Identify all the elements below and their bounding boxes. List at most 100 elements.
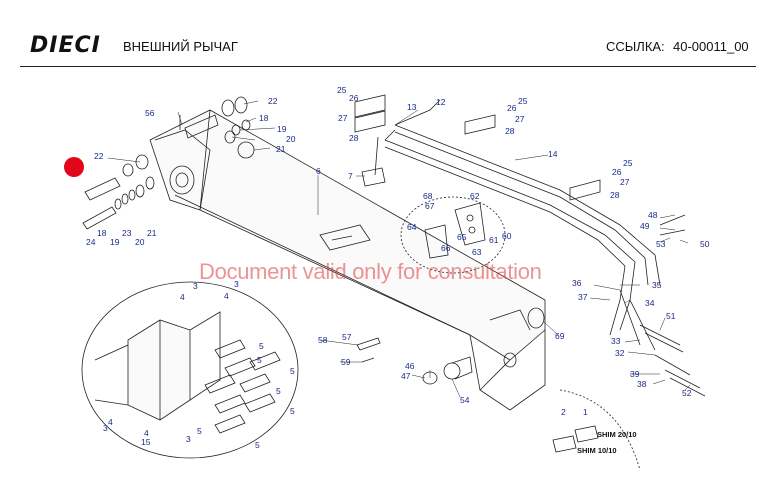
callout-63: 63 xyxy=(472,247,482,257)
pin-46-47-54 xyxy=(422,356,473,385)
callout-59: 59 xyxy=(341,357,351,367)
boom-arm xyxy=(149,109,546,411)
dieci-logo: DIECI xyxy=(30,33,101,58)
callout-5-a: 5 xyxy=(259,341,264,351)
callout-18: 18 xyxy=(259,113,269,123)
callout-61: 61 xyxy=(489,235,499,245)
callout-28-mid: 28 xyxy=(505,126,515,136)
callout-69: 69 xyxy=(555,331,565,341)
callout-54: 54 xyxy=(460,395,470,405)
callout-62: 62 xyxy=(470,191,480,201)
callout-5-f: 5 xyxy=(197,426,202,436)
callout-5-d: 5 xyxy=(276,386,281,396)
callout-28: 28 xyxy=(349,133,359,143)
callout-5-c: 5 xyxy=(290,366,295,376)
callout-3-b: 3 xyxy=(234,279,239,289)
callout-27: 27 xyxy=(338,113,348,123)
left-pins xyxy=(82,154,155,230)
callout-26-right: 26 xyxy=(612,167,622,177)
page-title: ВНЕШНИЙ РЫЧАГ xyxy=(123,39,238,54)
callout-49: 49 xyxy=(640,221,650,231)
shim-20-label: SHIM 20/10 xyxy=(597,430,637,439)
callout-27-right: 27 xyxy=(620,177,630,187)
callout-19-left: 19 xyxy=(110,237,120,247)
leader-lines xyxy=(107,100,691,398)
callout-60: 60 xyxy=(502,231,512,241)
callout-15: 15 xyxy=(141,437,151,447)
callout-14: 14 xyxy=(548,149,558,159)
callout-65: 65 xyxy=(457,232,467,242)
callout-58: 58 xyxy=(318,335,328,345)
callout-19: 19 xyxy=(277,124,287,134)
bushing-69 xyxy=(527,307,545,329)
header: DIECI ВНЕШНИЙ РЫЧАГ ССЫЛКА: 40-00011_00 xyxy=(0,0,768,70)
callout-25-mid: 25 xyxy=(518,96,528,106)
callout-21-left: 21 xyxy=(147,228,157,238)
callout-5-e: 5 xyxy=(290,406,295,416)
callout-66: 66 xyxy=(441,243,451,253)
callout-34: 34 xyxy=(645,298,655,308)
callout-50: 50 xyxy=(700,239,710,249)
callout-1: 1 xyxy=(583,407,588,417)
callout-51: 51 xyxy=(666,311,676,321)
callout-27-mid: 27 xyxy=(515,114,525,124)
callout-25-right: 25 xyxy=(623,158,633,168)
tube-brackets xyxy=(354,94,601,201)
callout-32: 32 xyxy=(615,348,625,358)
sensor-bracket-detail xyxy=(400,196,506,274)
callout-20: 20 xyxy=(286,134,296,144)
callout-3-c: 3 xyxy=(103,423,108,433)
right-hoses xyxy=(639,214,706,397)
shim-detail xyxy=(552,389,641,471)
header-divider xyxy=(20,66,756,67)
callout-25: 25 xyxy=(337,85,347,95)
callout-21: 21 xyxy=(276,144,286,154)
callout-37: 37 xyxy=(578,292,588,302)
callout-20-left: 20 xyxy=(135,237,145,247)
callout-6: 6 xyxy=(316,166,321,176)
callout-68: 68 xyxy=(423,191,433,201)
callout-5-g: 5 xyxy=(255,440,260,450)
callout-3-d: 3 xyxy=(186,434,191,444)
callout-7: 7 xyxy=(348,171,353,181)
callout-56: 56 xyxy=(145,108,155,118)
callout-57: 57 xyxy=(342,332,352,342)
callout-67: 67 xyxy=(425,201,435,211)
callout-53: 53 xyxy=(656,239,666,249)
consultation-watermark: Document valid only for consultation xyxy=(199,259,542,284)
callout-24: 24 xyxy=(86,237,96,247)
callout-46: 46 xyxy=(405,361,415,371)
callout-13: 13 xyxy=(407,102,417,112)
callout-4-b: 4 xyxy=(224,291,229,301)
callout-38: 38 xyxy=(637,379,647,389)
reference-label: ССЫЛКА: xyxy=(606,39,665,54)
callout-26-mid: 26 xyxy=(507,103,517,113)
callout-26: 26 xyxy=(349,93,359,103)
callout-4: 4 xyxy=(180,292,185,302)
callout-64: 64 xyxy=(407,222,417,232)
callout-23: 23 xyxy=(122,228,132,238)
callout-39: 39 xyxy=(630,369,640,379)
pin-57 xyxy=(356,337,381,363)
callout-28-right: 28 xyxy=(610,190,620,200)
callout-22: 22 xyxy=(268,96,278,106)
shim-10-label: SHIM 10/10 xyxy=(577,446,617,455)
callout-12: 12 xyxy=(436,97,446,107)
red-dot-marker xyxy=(64,157,84,177)
callout-4-c: 4 xyxy=(108,417,113,427)
callout-52: 52 xyxy=(682,388,692,398)
callout-4-d: 4 xyxy=(144,428,149,438)
callout-22-left: 22 xyxy=(94,151,104,161)
callout-33: 33 xyxy=(611,336,621,346)
hydraulic-tubes xyxy=(374,99,661,351)
callout-18-left: 18 xyxy=(97,228,107,238)
callout-5-b: 5 xyxy=(257,355,262,365)
callout-2: 2 xyxy=(561,407,566,417)
callout-35: 35 xyxy=(652,280,662,290)
callout-47: 47 xyxy=(401,371,411,381)
inset-detail xyxy=(81,281,299,459)
callout-36: 36 xyxy=(572,278,582,288)
callout-48: 48 xyxy=(648,210,658,220)
reference-value: 40-00011_00 xyxy=(673,39,749,54)
